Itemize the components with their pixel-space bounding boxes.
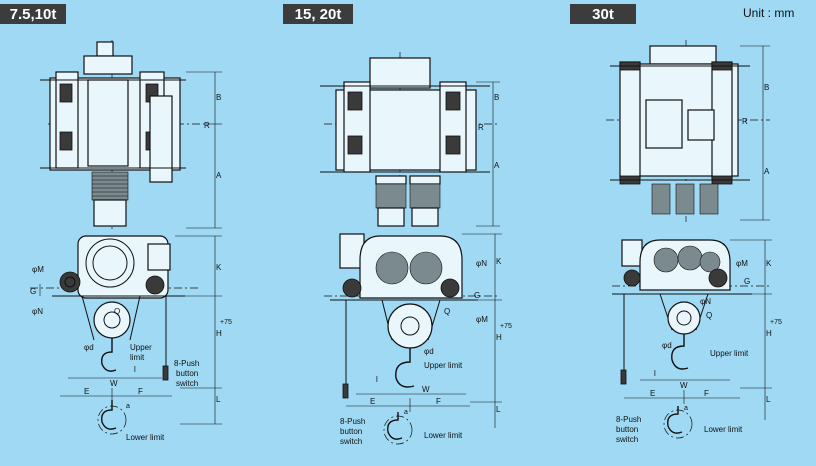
dim-Q-2: Q — [444, 307, 450, 316]
dim-phiN-2: φN — [476, 259, 487, 268]
dim-H-1: H — [216, 329, 222, 338]
dim-a-2: a — [404, 409, 408, 416]
dim-phid-2: φd — [424, 347, 434, 356]
capacity-tab-30t: 30t — [570, 4, 636, 24]
dim-Q-3: Q — [706, 311, 712, 320]
top-view-2 — [320, 52, 498, 227]
dim-G-2: G — [474, 291, 480, 300]
lower-limit-label-3: Lower limit — [704, 425, 743, 434]
dim-R-3: R — [742, 117, 748, 126]
top-dims-3: B R A — [740, 45, 770, 221]
dim-F-3: F — [704, 389, 709, 398]
upper-limit-label-2: Upper limit — [424, 361, 463, 370]
capacity-tab-15-20t: 15, 20t — [283, 4, 353, 24]
dim-E-1: E — [84, 387, 89, 396]
dim-G-3: G — [744, 277, 750, 286]
push-switch-label-1a: 8-Push — [174, 359, 199, 368]
dim-A-3: A — [764, 167, 770, 176]
upper-limit-label-1a: Upper — [130, 343, 152, 352]
front-dims-3: K G H +75 L φM φN Q φd Upper limit l W E… — [616, 239, 782, 444]
dim-a-3: a — [684, 405, 688, 412]
push-switch-label-2b: button — [340, 427, 362, 436]
dim-phid-3: φd — [662, 341, 672, 350]
front-dims-2: K H +75 L G φN φM Q φd Upper limit l W E… — [340, 233, 512, 446]
dim-G-1: G — [30, 287, 36, 296]
dim-L-2: L — [496, 405, 501, 414]
dim-phiM-1: φM — [32, 265, 44, 274]
dim-phiM-3: φM — [736, 259, 748, 268]
front-view-3 — [612, 239, 770, 385]
dim-H-2: H — [496, 333, 502, 342]
dim-A-2: A — [494, 161, 500, 170]
unit-label: Unit : mm — [743, 6, 795, 20]
dim-E-3: E — [650, 389, 655, 398]
push-switch-label-1c: switch — [176, 379, 198, 388]
dim-phiN-1: φN — [32, 307, 43, 316]
upper-limit-label-1b: limit — [130, 353, 145, 362]
top-view-3 — [606, 40, 770, 222]
dim-F-2: F — [436, 397, 441, 406]
dim-A-1: A — [216, 171, 222, 180]
dim-phid-1: φd — [84, 343, 94, 352]
push-switch-label-2c: switch — [340, 437, 362, 446]
dim-Q-1: Q — [114, 307, 120, 316]
dim-B-3: B — [764, 83, 769, 92]
dim-H-3: H — [766, 329, 772, 338]
dim-W-3: W — [680, 381, 688, 390]
dim-H-tol-3: +75 — [770, 319, 782, 326]
dim-l-2: l — [376, 375, 378, 384]
panel-30t: B R A K G — [606, 40, 782, 444]
dim-E-2: E — [370, 397, 375, 406]
dim-W-2: W — [422, 385, 430, 394]
front-dims-1: K H +75 L G φM φN Q φd Upper limit l W E… — [30, 235, 232, 442]
lower-limit-label-1: Lower limit — [126, 433, 165, 442]
dim-F-1: F — [138, 387, 143, 396]
dim-R-1: R — [204, 121, 210, 130]
push-switch-label-3c: switch — [616, 435, 638, 444]
dim-K-2: K — [496, 257, 502, 266]
top-view-1 — [40, 40, 206, 230]
push-switch-label-1b: button — [176, 369, 198, 378]
dim-l-1: l — [134, 365, 136, 374]
push-switch-label-2a: 8-Push — [340, 417, 365, 426]
dim-R-2: R — [478, 123, 484, 132]
dim-K-1: K — [216, 263, 222, 272]
dim-H-tol-2: +75 — [500, 323, 512, 330]
top-dims-2: B R A — [476, 81, 500, 227]
dim-a-1: a — [126, 403, 130, 410]
dim-B-1: B — [216, 93, 221, 102]
dim-phiN-3: φN — [700, 297, 711, 306]
dim-L-1: L — [216, 395, 221, 404]
panel-15-20t: B R A K H +75 — [320, 52, 512, 446]
dim-phiM-2: φM — [476, 315, 488, 324]
top-dims-1: B R A — [186, 71, 222, 229]
push-switch-label-3a: 8-Push — [616, 415, 641, 424]
dim-l-3: l — [654, 369, 656, 378]
dim-B-2: B — [494, 93, 499, 102]
capacity-tab-7-5-10t: 7.5,10t — [0, 4, 66, 24]
front-view-2 — [324, 233, 498, 399]
dim-W-1: W — [110, 379, 118, 388]
dim-L-3: L — [766, 395, 771, 404]
lower-limit-label-2: Lower limit — [424, 431, 463, 440]
push-switch-label-3b: button — [616, 425, 638, 434]
upper-limit-label-3: Upper limit — [710, 349, 749, 358]
dim-H-tol-1: +75 — [220, 319, 232, 326]
dim-K-3: K — [766, 259, 772, 268]
front-view-1 — [30, 235, 200, 381]
panel-7-5-10t: B R A K — [30, 40, 232, 442]
